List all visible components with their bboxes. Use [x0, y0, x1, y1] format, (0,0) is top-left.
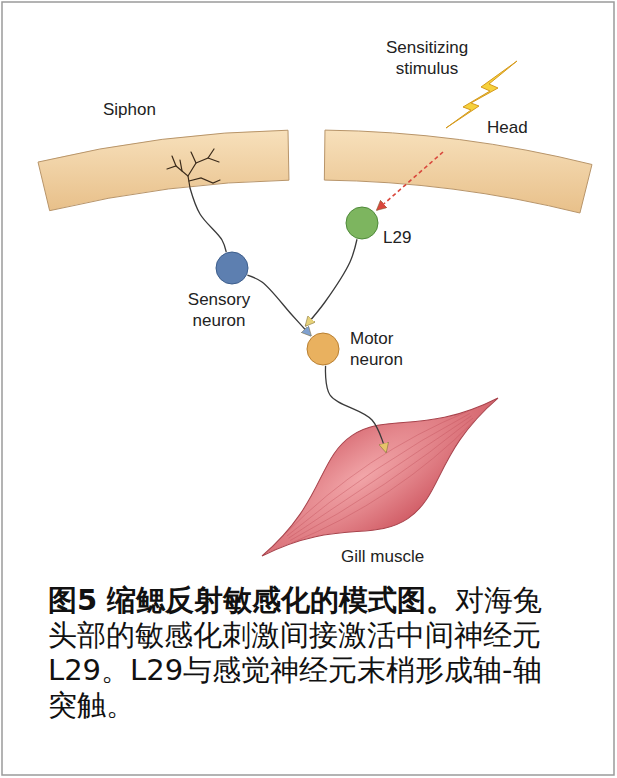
siphon-band-outline: [30, 95, 300, 220]
node-label: L29: [383, 227, 433, 248]
muscle-fiber: [284, 409, 470, 536]
sensory-neuron-soma-outline: [215, 251, 249, 285]
label-slot: Gill muscle: [341, 546, 451, 567]
interneuron-soma: L29: [345, 206, 379, 240]
muscle-fiber: [292, 420, 481, 552]
head-band: Head: [315, 108, 605, 228]
muscle-fiber: [289, 416, 472, 538]
tissue-band: [324, 130, 592, 213]
label-slot: Head: [487, 117, 557, 138]
stimulus-label: Sensitizing stimulus: [368, 37, 486, 79]
label-slot: Motor neuron: [350, 328, 428, 370]
cell-body: [346, 207, 378, 239]
interneuron-soma-outline: [345, 206, 379, 240]
figure-caption: 图5 缩鳃反射敏感化的模式图。对海兔头部的敏感化刺激间接激活中间神经元L29。L…: [48, 583, 555, 723]
node-label: Gill muscle: [341, 546, 451, 567]
cell-body: [307, 333, 339, 365]
label-slot: Sensory neuron: [177, 289, 261, 331]
node-label: Siphon: [103, 99, 183, 120]
motor-neuron-soma: Motor neuron: [306, 332, 340, 366]
cell-body: [216, 252, 248, 284]
motor-neuron-soma-outline: [306, 332, 340, 366]
axon: [190, 188, 226, 252]
gill-muscle: Gill muscle: [255, 390, 505, 570]
muscle-fiber: [290, 418, 476, 545]
label-slot: Siphon: [103, 99, 183, 120]
figure-title: 图5 缩鳃反射敏感化的模式图。: [48, 583, 455, 617]
tissue-band: [38, 130, 289, 210]
head-band-outline: [315, 108, 605, 228]
axon: [306, 239, 357, 325]
siphon-band: Siphon: [30, 95, 300, 220]
node-label: Motor neuron: [350, 328, 428, 370]
node-label: Head: [487, 117, 557, 138]
gill-muscle-outline: [255, 390, 505, 570]
label-slot: Sensitizing stimulus: [368, 37, 486, 79]
label-slot: L29: [383, 227, 433, 248]
node-label: Sensory neuron: [177, 289, 261, 331]
muscle-fibers: [279, 402, 481, 552]
muscle-spindle: [234, 356, 526, 597]
sensory-neuron-soma: Sensory neuron: [215, 251, 249, 285]
axon: [247, 275, 310, 336]
muscle-fiber: [279, 402, 468, 534]
